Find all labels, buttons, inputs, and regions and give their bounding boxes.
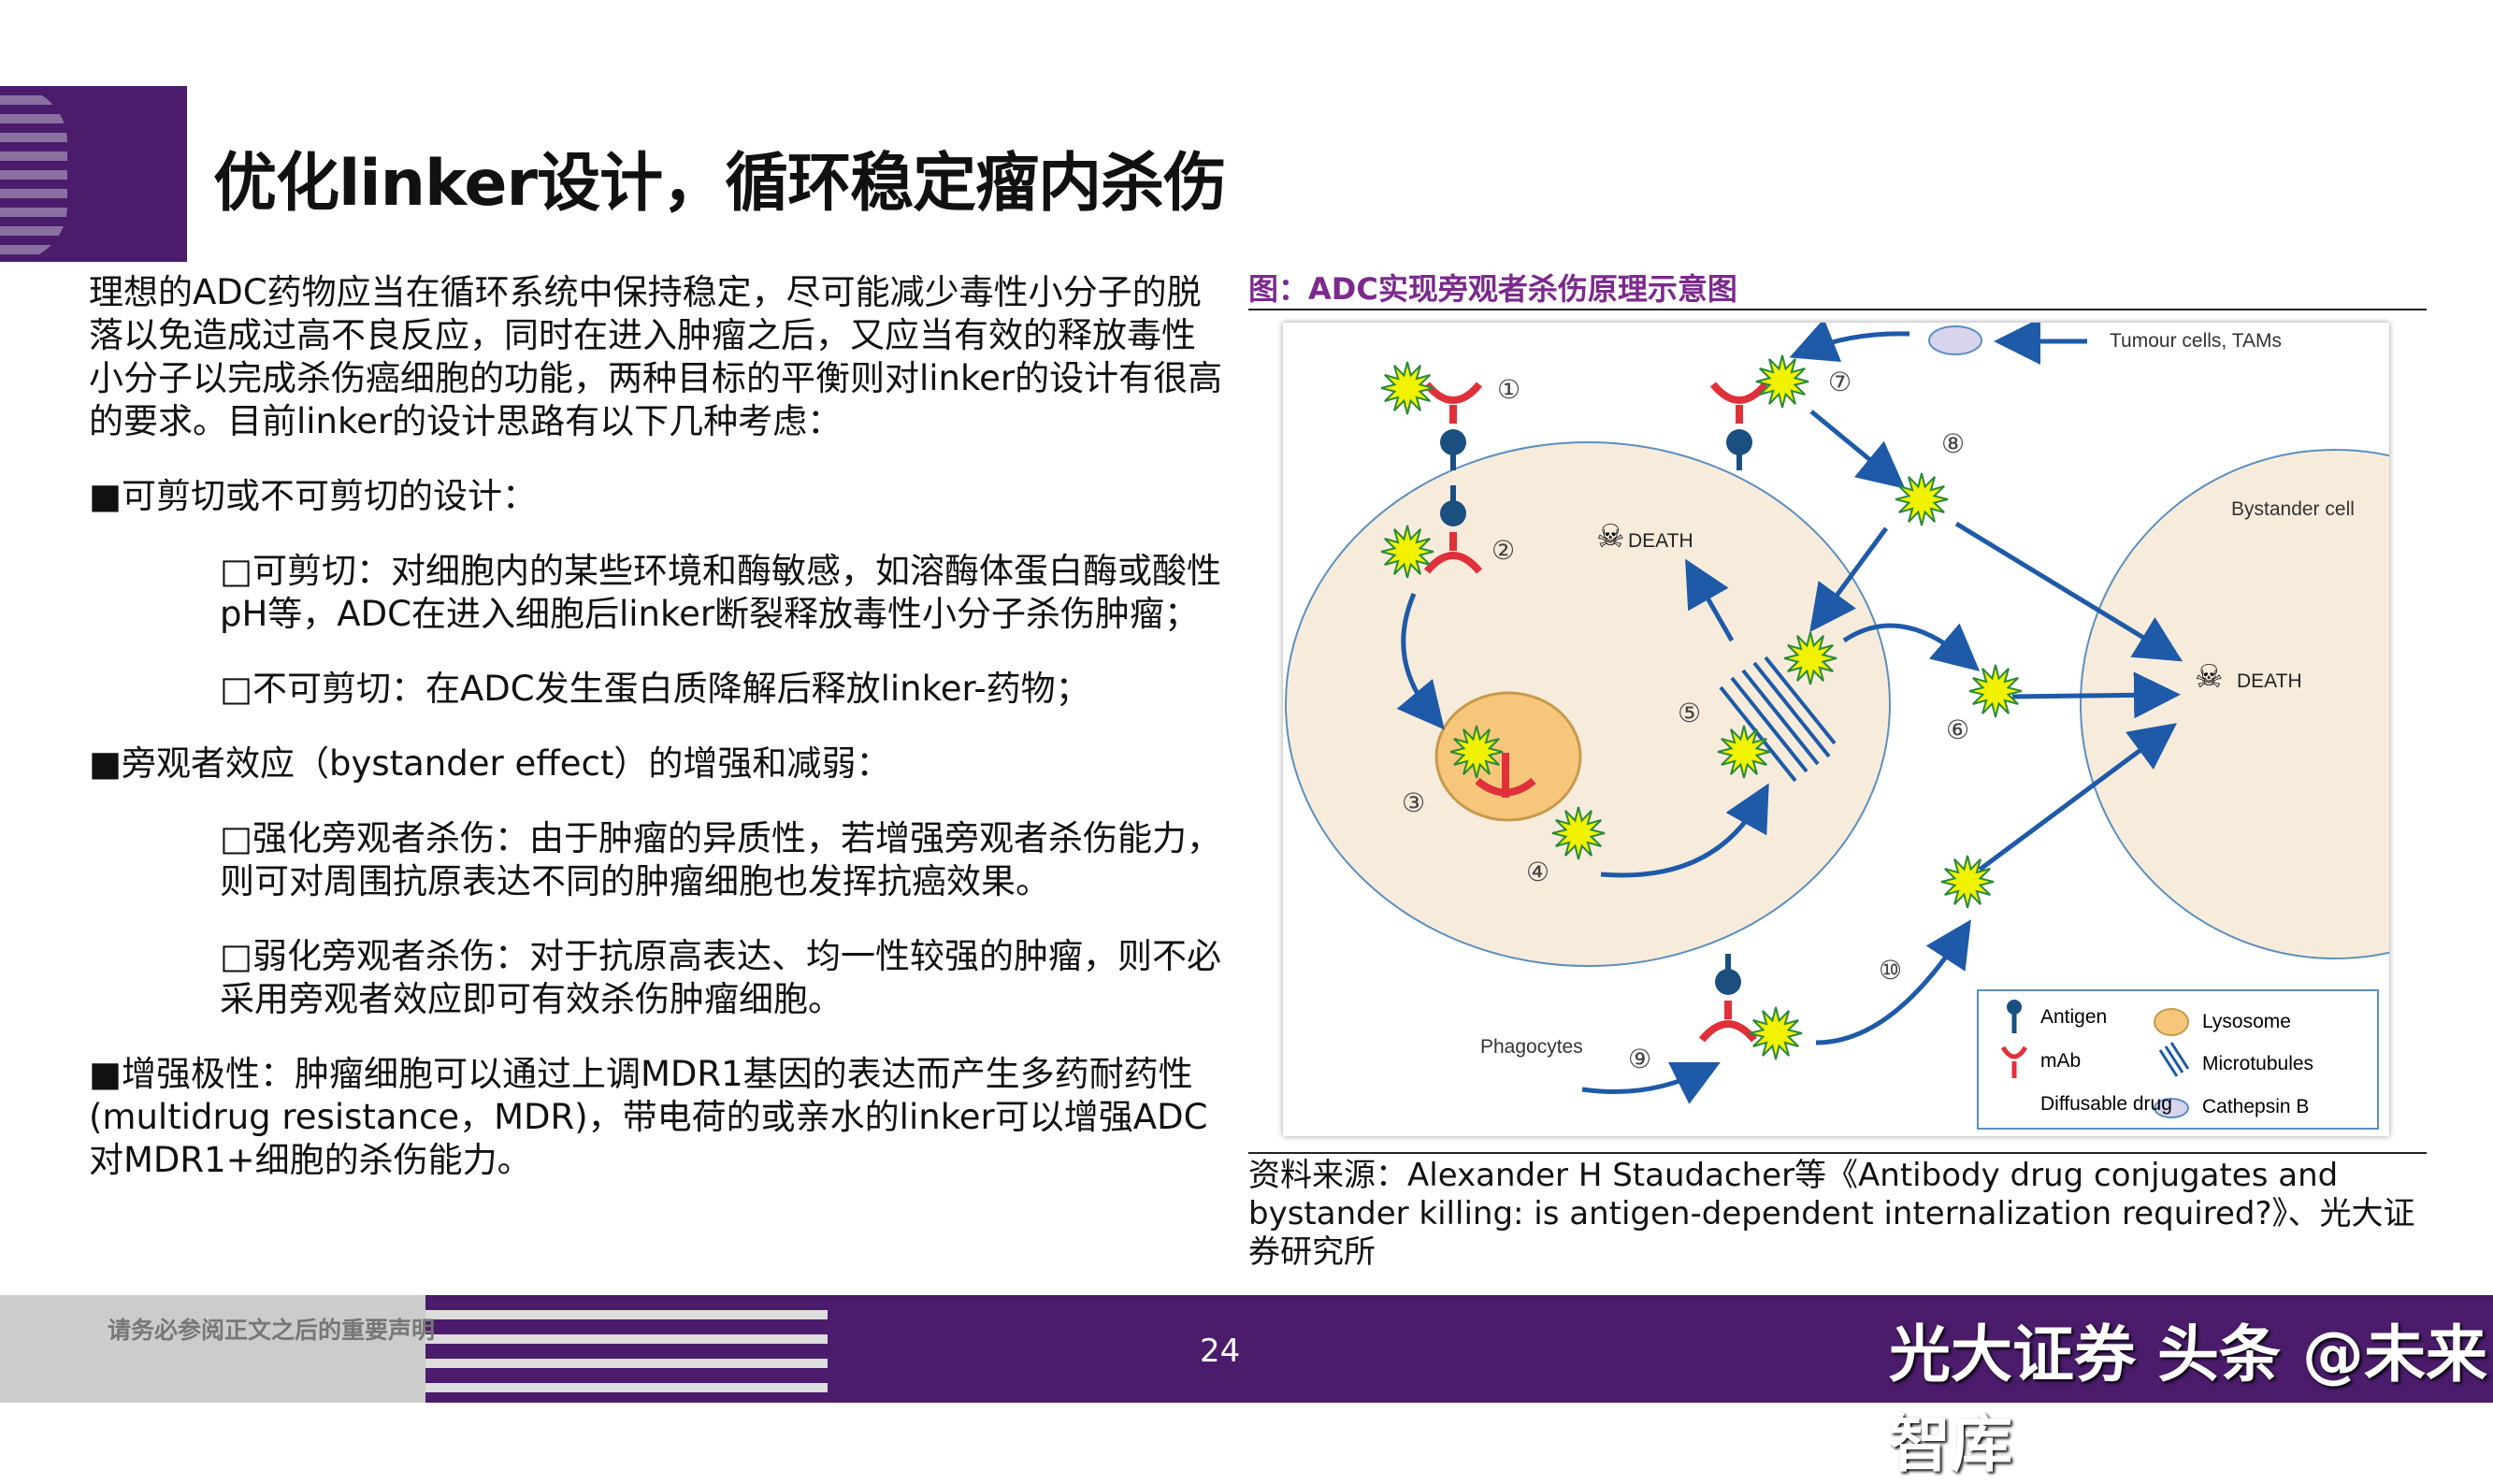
step-number: ⑤ (1678, 699, 1701, 728)
caption-rule (1248, 309, 2427, 310)
figure-caption: 图：ADC实现旁观者杀伤原理示意图 (1248, 271, 1737, 307)
adc-antibody-icon (1475, 753, 1536, 798)
step-number: ③ (1402, 788, 1425, 817)
adc-antibody-icon (1709, 382, 1769, 470)
legend-cathepsin: Cathepsin B (2202, 1096, 2309, 1117)
item-enhance-bystander: □强化旁观者杀伤：由于肿瘤的异质性，若增强旁观者杀伤能力，则可对周围抗原表达不同… (220, 818, 1221, 901)
bystander-diagram: Tumour cells, TAMs Bystander cell Phagoc… (1283, 323, 2389, 1136)
disclaimer: 请务必参阅正文之后的重要声明 (108, 1317, 436, 1344)
adc-antibody-icon (1698, 954, 1758, 1043)
death-label-bystander: DEATH (2237, 670, 2302, 692)
brand-block (0, 86, 187, 262)
bystander-cell (2080, 449, 2389, 959)
legend: Antigen mAb Diffusable drug Lysosome Mic… (1977, 989, 2379, 1130)
source-rule (1248, 1152, 2427, 1154)
watermark: 光大证券 头条 @未来智库 (1889, 1318, 2487, 1480)
skull-icon: ☠ (1596, 519, 1624, 555)
heading-polarity: ■增强极性：肿瘤细胞可以通过上调MDR1基因的表达而产生多药耐药性(multid… (89, 1054, 1208, 1180)
legend-lysosome: Lysosome (2202, 1011, 2291, 1032)
heading-cleavable: ■可剪切或不可剪切的设计： (89, 476, 537, 516)
step-number: ⑥ (1946, 715, 1969, 744)
footer-grey-2 (0, 1356, 425, 1403)
diffusable-drug-icon (1717, 725, 1771, 779)
page-number: 24 (1200, 1333, 1241, 1370)
skull-icon: ☠ (2195, 659, 2223, 695)
step-number: ⑦ (1828, 367, 1852, 396)
diffusable-drug-icon (1755, 354, 1809, 409)
step-number: ② (1491, 536, 1515, 565)
item-cleavable: □可剪切：对细胞内的某些环境和酶敏感，如溶酶体蛋白酶或酸性pH等，ADC在进入细… (220, 551, 1221, 634)
phagocytes-label: Phagocytes (1480, 1036, 1583, 1058)
step-number: ④ (1526, 857, 1549, 886)
legend-drug: Diffusable drug (2040, 1093, 2172, 1115)
page-title: 优化linker设计，循环稳定瘤内杀伤 (213, 147, 1227, 221)
step-number: ⑧ (1941, 429, 1965, 458)
adc-antibody-icon (1423, 485, 1483, 574)
heading-bystander: ■旁观者效应（bystander effect）的增强和减弱： (89, 743, 891, 784)
tumour-cell (1285, 441, 1891, 967)
diffusable-drug-icon (1968, 664, 2023, 718)
diffusable-drug-icon (1749, 1006, 1803, 1060)
tumour-cells-label: Tumour cells, TAMs (2110, 330, 2282, 352)
footer: 请务必参阅正文之后的重要声明 24 光大证券 头条 @未来智库 (0, 1295, 2493, 1480)
item-weaken-bystander: □弱化旁观者杀伤：对于抗原高表达、均一性较强的肿瘤，则不必采用旁观者效应即可有效… (220, 936, 1221, 1019)
footer-stripes (425, 1295, 828, 1403)
step-number: ① (1497, 375, 1520, 404)
step-number: ⑨ (1628, 1045, 1651, 1073)
source-note: 资料来源：Alexander H Staudacher等《Antibody dr… (1248, 1157, 2415, 1271)
body-text: 理想的ADC药物应当在循环系统中保持稳定，尽可能减少毒性小分子的脱落以免造成过高… (89, 271, 1225, 1214)
brand-stripes (0, 86, 67, 262)
bystander-cell-label: Bystander cell (2231, 498, 2355, 520)
diffusable-drug-icon (1380, 361, 1434, 415)
legend-mab: mAb (2040, 1050, 2081, 1072)
diffusable-drug-icon (1895, 472, 1949, 526)
microtubules-icon (1719, 656, 1837, 783)
step-number: ⑩ (1879, 956, 1902, 985)
diffusable-drug-icon (1380, 525, 1434, 579)
diffusable-drug-icon (1940, 855, 1995, 909)
diffusable-drug-icon (1783, 631, 1837, 685)
intro-paragraph: 理想的ADC药物应当在循环系统中保持稳定，尽可能减少毒性小分子的脱落以免造成过高… (89, 272, 1223, 441)
diffusable-drug-icon (1551, 806, 1606, 860)
item-noncleavable: □不可剪切：在ADC发生蛋白质降解后释放linker-药物； (220, 669, 1090, 709)
diffusable-drug-icon (1449, 725, 1504, 779)
death-label: DEATH (1628, 530, 1693, 552)
legend-antigen: Antigen (2040, 1006, 2107, 1028)
legend-microtubules: Microtubules (2202, 1053, 2313, 1074)
adc-antibody-icon (1423, 382, 1483, 470)
cathepsin-b-cloud (1928, 325, 1982, 355)
